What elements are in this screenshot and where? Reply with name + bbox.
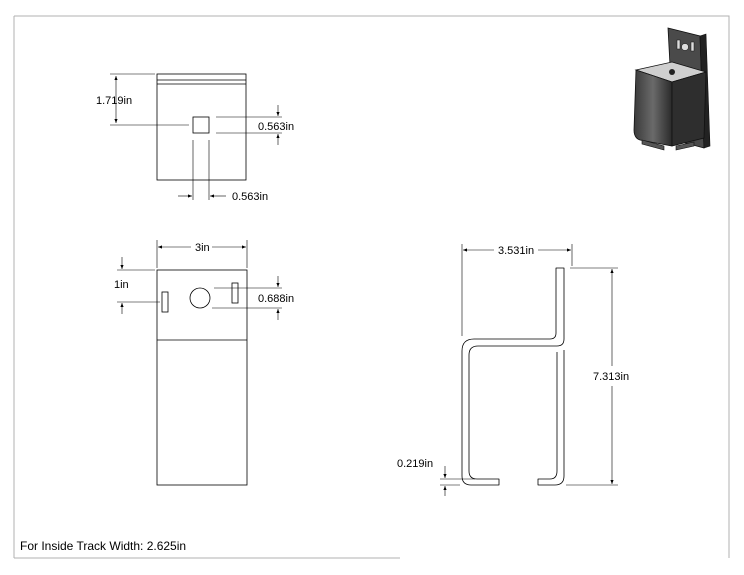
dim-material-thickness: 0.219in — [397, 458, 433, 470]
inside-track-width-note: For Inside Track Width: 2.625in — [20, 539, 186, 553]
dim-side-width: 3.531in — [498, 245, 534, 257]
dim-top-height: 1.719in — [96, 95, 132, 107]
dim-front-width: 3in — [195, 242, 210, 254]
mounting-hole — [189, 287, 211, 309]
elongated-slot-left — [161, 291, 169, 313]
dim-hole-diameter: 0.688in — [258, 293, 294, 305]
dim-top-slot-width: 0.563in — [232, 191, 268, 203]
square-slot — [192, 116, 210, 134]
elongated-slot-right — [231, 282, 239, 304]
drawing-frame — [13, 15, 730, 559]
dim-front-offset: 1in — [114, 279, 129, 291]
dim-side-height: 7.313in — [593, 371, 629, 383]
isometric-bracket-preview — [633, 27, 711, 151]
front-view: 3in 1in 0.688in — [114, 240, 294, 486]
side-view: 3.531in 7.313in 0.219in — [397, 244, 629, 496]
top-view: 1.719in 0.563in 0.563in — [96, 73, 294, 203]
dim-top-slot-height: 0.563in — [258, 121, 294, 133]
